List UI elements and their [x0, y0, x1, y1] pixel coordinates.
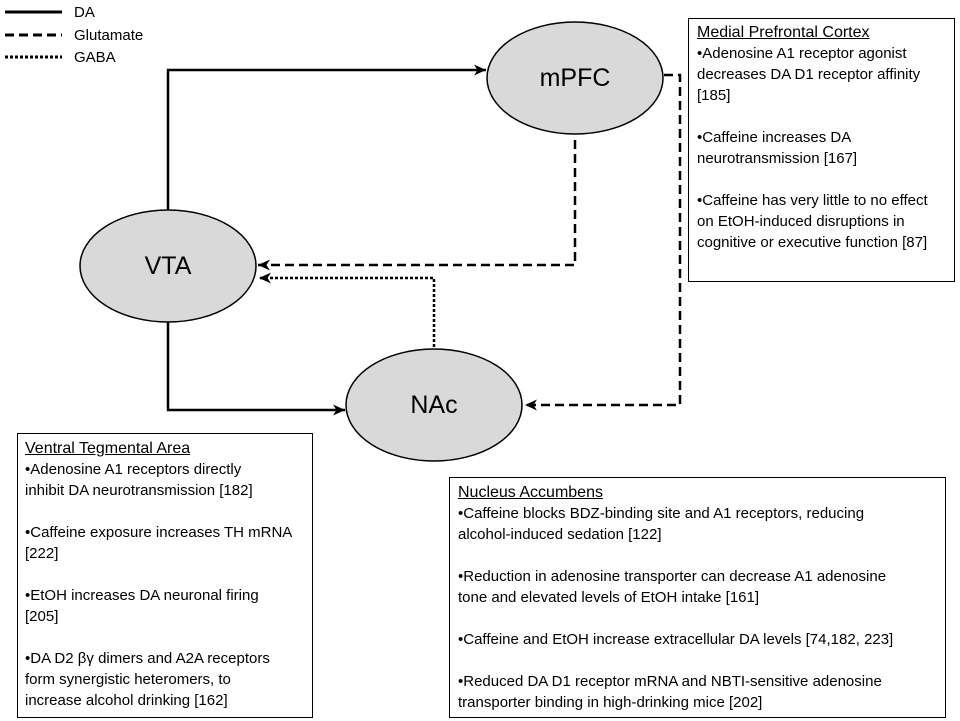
nac-bullet: •Reduced DA D1 receptor mRNA and NBTI-se… [458, 671, 937, 713]
edge-vta-to-mpfc-da [166, 64, 486, 210]
node-vta: VTA [79, 209, 257, 323]
bullet-line: [185] [697, 87, 731, 104]
bullet-line: •Reduced DA D1 receptor mRNA and NBTI-se… [458, 673, 882, 690]
node-vta-label: VTA [145, 252, 192, 280]
bullet-line: on EtOH-induced disruptions in [697, 213, 905, 230]
edge-nac-to-vta-gaba [259, 272, 436, 347]
legend: DA Glutamate GABA [5, 4, 143, 66]
bullet-line: •Adenosine A1 receptor agonist [697, 45, 907, 62]
bullet-line: increase alcohol drinking [162] [25, 692, 228, 709]
vta-bullet: •Adenosine A1 receptors directly inhibit… [25, 459, 305, 501]
node-mpfc-label: mPFC [540, 64, 611, 92]
mpfc-bullet: •Adenosine A1 receptor agonist decreases… [697, 43, 946, 106]
bullet-line: [222] [25, 545, 59, 562]
mpfc-box-title: Medial Prefrontal Cortex [697, 24, 870, 41]
vta-bullet: •EtOH increases DA neuronal firing [205] [25, 585, 305, 627]
legend-item-da: DA [5, 4, 95, 21]
node-nac-ellipse [345, 348, 523, 462]
nac-bullet: •Caffeine blocks BDZ-binding site and A1… [458, 503, 937, 545]
node-nac-label: NAc [410, 391, 457, 419]
bullet-line: decreases DA D1 receptor affinity [697, 66, 921, 83]
vta-bullet: •DA D2 βγ dimers and A2A receptors form … [25, 648, 305, 711]
node-vta-ellipse [79, 209, 257, 323]
bullet-line: •Caffeine increases DA [697, 129, 852, 146]
node-nac: NAc [345, 348, 523, 462]
node-mpfc-ellipse [486, 21, 664, 135]
nac-bullet: •Caffeine and EtOH increase extracellula… [458, 629, 937, 650]
bullet-line: •DA D2 βγ dimers and A2A receptors [25, 650, 270, 667]
bullet-line: [205] [25, 608, 59, 625]
legend-label-glutamate: Glutamate [74, 27, 143, 44]
bullet-line: alcohol-induced sedation [122] [458, 526, 662, 543]
edge-mpfc-to-nac-glutamate [525, 73, 682, 411]
vta-bullet: •Caffeine exposure increases TH mRNA [22… [25, 522, 305, 564]
bullet-line: •Caffeine blocks BDZ-binding site and A1… [458, 505, 865, 522]
bullet-line: inhibit DA neurotransmission [182] [25, 482, 253, 499]
bullet-line: transporter binding in high-drinking mic… [458, 694, 763, 711]
nac-info-box: Nucleus Accumbens •Caffeine blocks BDZ-b… [449, 477, 946, 718]
bullet-line: •Caffeine and EtOH increase extracellula… [458, 631, 894, 648]
bullet-line: neurotransmission [167] [697, 150, 858, 167]
bullet-line: •Caffeine exposure increases TH mRNA [25, 524, 293, 541]
bullet-line: •EtOH increases DA neuronal firing [25, 587, 259, 604]
mpfc-info-box: Medial Prefrontal Cortex •Adenosine A1 r… [688, 18, 955, 282]
bullet-line: •Caffeine has very little to no effect [697, 192, 928, 209]
vta-box-title: Ventral Tegmental Area [25, 440, 191, 457]
legend-label-da: DA [74, 4, 95, 21]
node-mpfc: mPFC [486, 21, 664, 135]
legend-label-gaba: GABA [74, 49, 116, 66]
bullet-line: tone and elevated levels of EtOH intake … [458, 589, 760, 606]
bullet-line: cognitive or executive function [87] [697, 234, 928, 251]
nac-box-title: Nucleus Accumbens [458, 484, 603, 501]
edge-mpfc-to-vta-glutamate [258, 140, 577, 271]
bullet-line: •Reduction in adenosine transporter can … [458, 568, 887, 585]
legend-item-gaba: GABA [5, 49, 116, 66]
bullet-line: •Adenosine A1 receptors directly [25, 461, 242, 478]
vta-info-box: Ventral Tegmental Area •Adenosine A1 rec… [17, 433, 313, 718]
mpfc-bullet: •Caffeine has very little to no effect o… [697, 190, 946, 253]
legend-item-glutamate: Glutamate [5, 27, 143, 44]
nac-bullet: •Reduction in adenosine transporter can … [458, 566, 937, 608]
bullet-line: form synergistic heteromers, to [25, 671, 231, 688]
mpfc-bullet: •Caffeine increases DA neurotransmission… [697, 127, 946, 169]
edge-vta-to-nac-da [166, 322, 345, 416]
